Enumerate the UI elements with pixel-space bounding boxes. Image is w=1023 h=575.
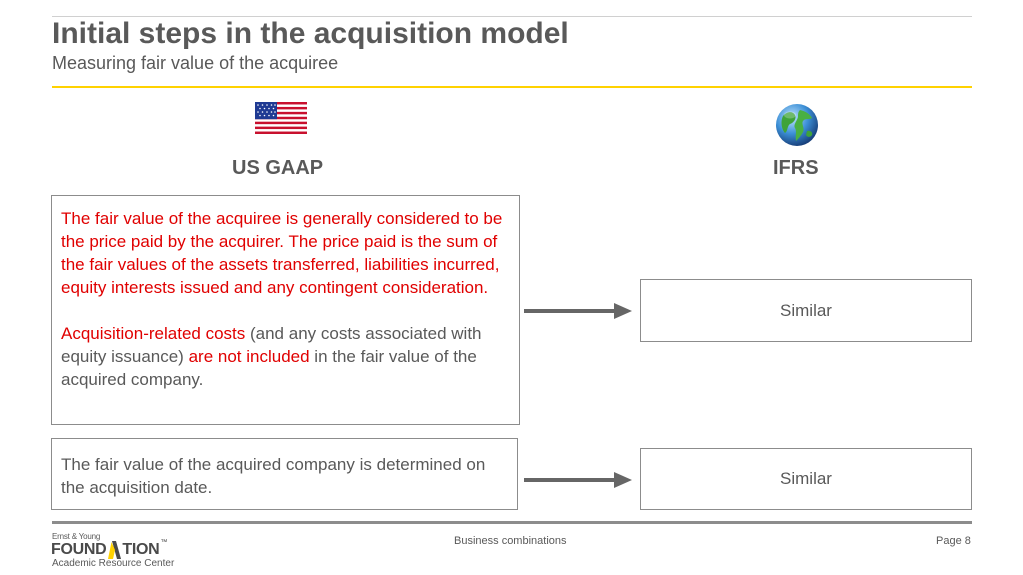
body-text: The fair value of the acquired company i… [61, 455, 486, 497]
footer-section-title: Business combinations [454, 535, 567, 547]
us-gaap-paragraph: The fair value of the acquired company i… [61, 453, 508, 499]
logo-word-left: FOUND [51, 541, 107, 558]
us-gaap-heading: US GAAP [232, 157, 324, 179]
foundation-logo: FOUND TION ™ [51, 539, 167, 559]
globe-icon [776, 104, 818, 146]
page-title: Initial steps in the acquisition model [52, 17, 569, 50]
us-gaap-box-2: The fair value of the acquired company i… [51, 438, 518, 510]
us-flag-icon [255, 102, 307, 134]
logo-subtitle: Academic Resource Center [52, 558, 175, 569]
ifrs-box-2: Similar [640, 448, 972, 510]
logo-word-right: TION [122, 541, 160, 558]
us-gaap-paragraph: Acquisition-related costs (and any costs… [61, 322, 510, 391]
top-rule [52, 16, 972, 17]
us-gaap-box-1: The fair value of the acquiree is genera… [51, 195, 520, 425]
ifrs-box-1: Similar [640, 279, 972, 342]
ifrs-heading: IFRS [773, 157, 819, 179]
us-gaap-paragraph: The fair value of the acquiree is genera… [61, 207, 510, 299]
body-text: (and any costs associated with equity is… [61, 324, 482, 366]
footer-rule [52, 521, 972, 524]
logo-company-text: Ernst & Young [52, 532, 101, 541]
page-subtitle: Measuring fair value of the acquiree [52, 53, 339, 73]
logo-a-mark-icon [108, 541, 122, 559]
emphasized-text: are not included [188, 347, 310, 366]
ifrs-similar-text: Similar [780, 469, 832, 488]
body-text: in the fair value of the acquired compan… [61, 347, 477, 389]
emphasized-text: The fair value of the acquiree is genera… [61, 209, 503, 297]
right-arrow-icon [524, 303, 632, 319]
right-arrow-icon [524, 472, 632, 488]
emphasized-text: Acquisition-related costs [61, 324, 246, 343]
accent-rule [52, 86, 972, 88]
logo-trademark: ™ [160, 539, 168, 546]
page-number: Page 8 [936, 535, 971, 547]
ifrs-similar-text: Similar [780, 300, 832, 320]
